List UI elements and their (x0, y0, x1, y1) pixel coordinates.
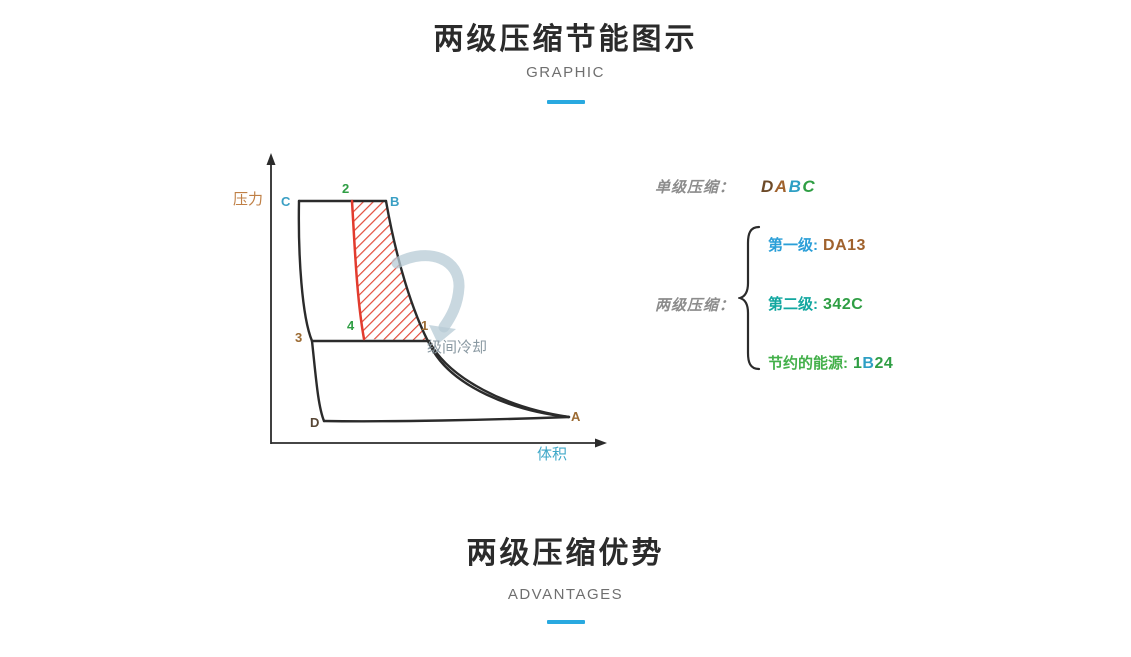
colored-char: B (862, 355, 875, 372)
two-stage-brace (738, 225, 761, 371)
legend-row-second-stage: 第二级: 342C (768, 293, 863, 314)
point-label-A: A (571, 409, 581, 424)
point-label-3: 3 (295, 330, 302, 345)
second-stage-value: 342C (823, 296, 863, 313)
y-axis-arrowhead (266, 153, 276, 165)
graphic-section-subtitle: GRAPHIC (526, 64, 605, 81)
first-stage-value: DA13 (823, 237, 866, 254)
left-expansion-curve-c-3 (297, 199, 314, 343)
x-axis-label: 体积 (537, 446, 567, 463)
two-stage-caption-row: 两级压缩： (655, 294, 735, 315)
saved-energy-label: 节约的能源: (768, 355, 848, 372)
single-stage-caption: 单级压缩： (655, 179, 736, 196)
colored-char: 2 (874, 355, 884, 372)
colored-char: 4 (832, 296, 842, 313)
colored-char: 1 (847, 237, 857, 254)
colored-char: 3 (823, 296, 833, 313)
x-axis-arrowhead (595, 438, 607, 448)
colored-char: 4 (883, 355, 894, 372)
colored-char: A (774, 177, 789, 196)
two-stage-caption: 两级压缩： (655, 297, 736, 314)
colored-char: C (851, 296, 864, 313)
legend-row-first-stage: 第一级: DA13 (768, 234, 866, 255)
point-label-B: B (390, 194, 399, 209)
interstage-cooling-arrow (391, 250, 465, 333)
pv-diagram: 压力 体积 级间冷却 C 2B 3 4 1D A (233, 153, 607, 463)
graphic-section-title: 两级压缩节能图示 (433, 23, 698, 56)
colored-char: A (835, 237, 848, 254)
graphic-accent-bar (546, 100, 585, 104)
saved-energy-value: 1B24 (853, 355, 893, 372)
colored-char: D (823, 237, 836, 254)
suction-line-d-a (322, 415, 571, 423)
second-stage-label: 第二级: (768, 296, 818, 313)
legend-row-saved-energy: 节约的能源: 1B24 (768, 352, 893, 373)
colored-char: B (788, 177, 803, 196)
interstage-cooling-label: 级间冷却 (427, 339, 487, 356)
single-stage-row: 单级压缩： DABC (655, 176, 816, 197)
colored-char: 1 (853, 355, 863, 372)
colored-char: 3 (856, 237, 866, 254)
brace-path (738, 225, 761, 371)
first-stage-compression-curve-a-1 (427, 339, 571, 419)
single-stage-compression-curve-a-b (384, 199, 571, 419)
first-stage-label: 第一级: (768, 237, 818, 254)
expansion-curve-3-d (310, 339, 326, 423)
point-label-2: 2 (342, 181, 349, 196)
colored-char: C (802, 177, 817, 196)
colored-char: 2 (841, 296, 852, 313)
colored-char: D (761, 177, 775, 196)
interstage-cooling-arrowhead (429, 325, 456, 344)
point-labels: C 2B 3 4 1D A (281, 181, 581, 430)
second-stage-compression-curve-2-4 (350, 199, 366, 341)
y-axis-label: 压力 (233, 191, 263, 208)
point-label-D: D (310, 415, 319, 430)
point-label-C: C (281, 194, 291, 209)
saved-energy-hatch-area (352, 201, 429, 341)
single-stage-value: DABC (761, 177, 816, 196)
advantages-section-title: 两级压缩优势 (466, 537, 665, 570)
point-label-1: 1 (421, 318, 428, 333)
point-label-4: 4 (347, 318, 355, 333)
advantages-accent-bar (546, 620, 585, 624)
advantages-section-subtitle: ADVANTAGES (507, 586, 624, 603)
